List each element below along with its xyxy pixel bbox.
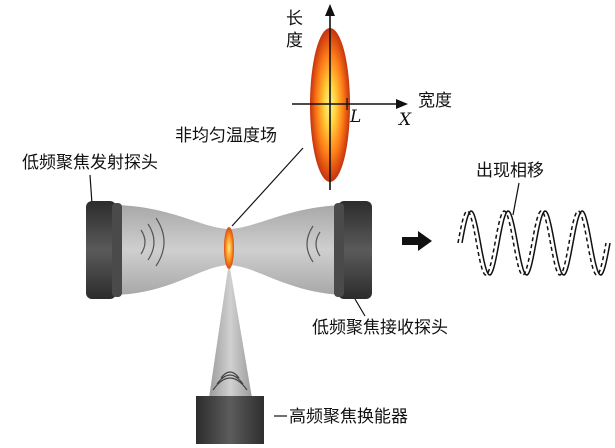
hifu-transducer-label: 高频聚焦换能器 [289, 407, 408, 427]
emit-probe-leader [89, 174, 93, 205]
phase-shift-label: 出现相移 [476, 161, 544, 181]
receive-probe-label: 低频聚焦接收探头 [312, 318, 448, 338]
emit-probe-label: 低频聚焦发射探头 [22, 153, 158, 173]
nonuniform-field-label: 非均匀温度场 [175, 126, 277, 146]
length-axis-arrowhead [325, 4, 335, 16]
focal-hot-spot [224, 227, 234, 269]
length-label-char1: 长度 [286, 9, 303, 51]
temperature-field-inset: 长度 宽度 X L [286, 4, 452, 190]
receive-wave-icon [306, 225, 321, 263]
receive-probe [334, 201, 372, 299]
receive-probe-leader [354, 298, 366, 317]
hifu-transducer-body [196, 396, 264, 444]
right-arrow-icon [402, 231, 432, 251]
receive-probe-face [334, 203, 344, 297]
phase-shift-waves [457, 210, 611, 276]
nonuniform-field-leader [231, 147, 304, 227]
l-marker-label: L [349, 107, 361, 127]
width-axis-arrowhead [396, 99, 408, 109]
width-label: 宽度 [418, 91, 452, 111]
reference-wave [461, 210, 611, 276]
hifu-beam [209, 262, 252, 398]
phase-shift-leader [512, 182, 520, 216]
emit-probe-face [112, 203, 122, 297]
emit-wave-icon [140, 217, 165, 267]
receive-probe-body [338, 201, 372, 299]
sound-wave-icon [212, 371, 248, 391]
emit-probe [86, 201, 122, 299]
hifu-transducer [196, 396, 264, 444]
emit-probe-body [86, 201, 116, 299]
hifu-cone [209, 262, 252, 398]
x-axis-label: X [397, 110, 412, 130]
